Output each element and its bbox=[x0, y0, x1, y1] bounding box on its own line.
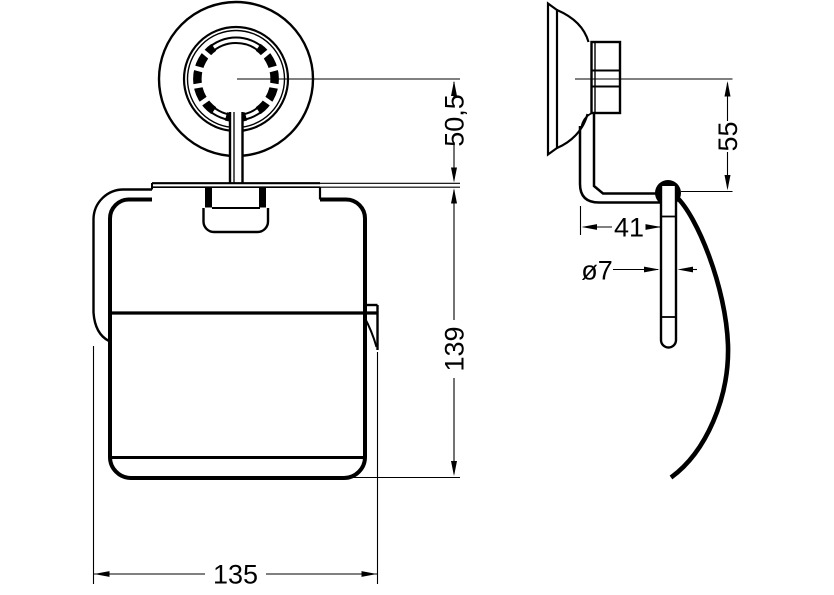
arrowhead bbox=[724, 81, 731, 97]
arrowhead bbox=[94, 571, 110, 577]
support-arm bbox=[578, 113, 660, 204]
arrowhead bbox=[451, 461, 457, 476]
arrowhead bbox=[451, 188, 457, 204]
side-view bbox=[546, 1, 731, 480]
bracket-tab bbox=[202, 208, 270, 234]
dim-label-41: 41 bbox=[614, 213, 644, 243]
suction-plate bbox=[546, 1, 559, 157]
arrowhead bbox=[451, 167, 457, 183]
bracket-block bbox=[202, 188, 270, 234]
dim-label-139: 139 bbox=[440, 326, 470, 371]
arrowhead bbox=[451, 80, 457, 96]
dim-139: 139 bbox=[440, 188, 470, 476]
dim-135: 135 bbox=[92, 346, 379, 590]
arrowhead bbox=[645, 224, 661, 230]
dim-55: 55 bbox=[713, 81, 743, 191]
roll-pin bbox=[659, 186, 678, 349]
left-ear bbox=[92, 188, 152, 343]
arrowhead bbox=[677, 266, 693, 273]
front-view bbox=[92, 0, 379, 480]
dim-50-5: 50,5 bbox=[440, 80, 470, 183]
clip-band-slots bbox=[190, 47, 282, 107]
dim-label-135: 135 bbox=[213, 560, 258, 590]
arrowhead bbox=[361, 571, 377, 577]
rail-wire bbox=[669, 195, 731, 480]
suction-dome-top bbox=[556, 8, 590, 43]
arrowhead bbox=[581, 224, 597, 230]
suction-dome-bottom bbox=[556, 113, 589, 150]
dim-label-50-5: 50,5 bbox=[440, 94, 470, 147]
bracket-plate bbox=[151, 182, 322, 200]
dim-dia7: ø7 bbox=[581, 256, 697, 286]
dim-label-dia7: ø7 bbox=[581, 256, 613, 286]
arrowhead bbox=[644, 266, 660, 273]
arrowhead bbox=[724, 175, 731, 191]
right-guide-tab bbox=[363, 303, 379, 350]
stem bbox=[228, 112, 244, 184]
dim-label-55: 55 bbox=[713, 121, 743, 151]
dim-41: 41 bbox=[579, 206, 661, 243]
hub bbox=[590, 40, 622, 115]
dimensions: 50,5 139 135 55 bbox=[92, 78, 743, 590]
holder-body bbox=[108, 197, 367, 480]
